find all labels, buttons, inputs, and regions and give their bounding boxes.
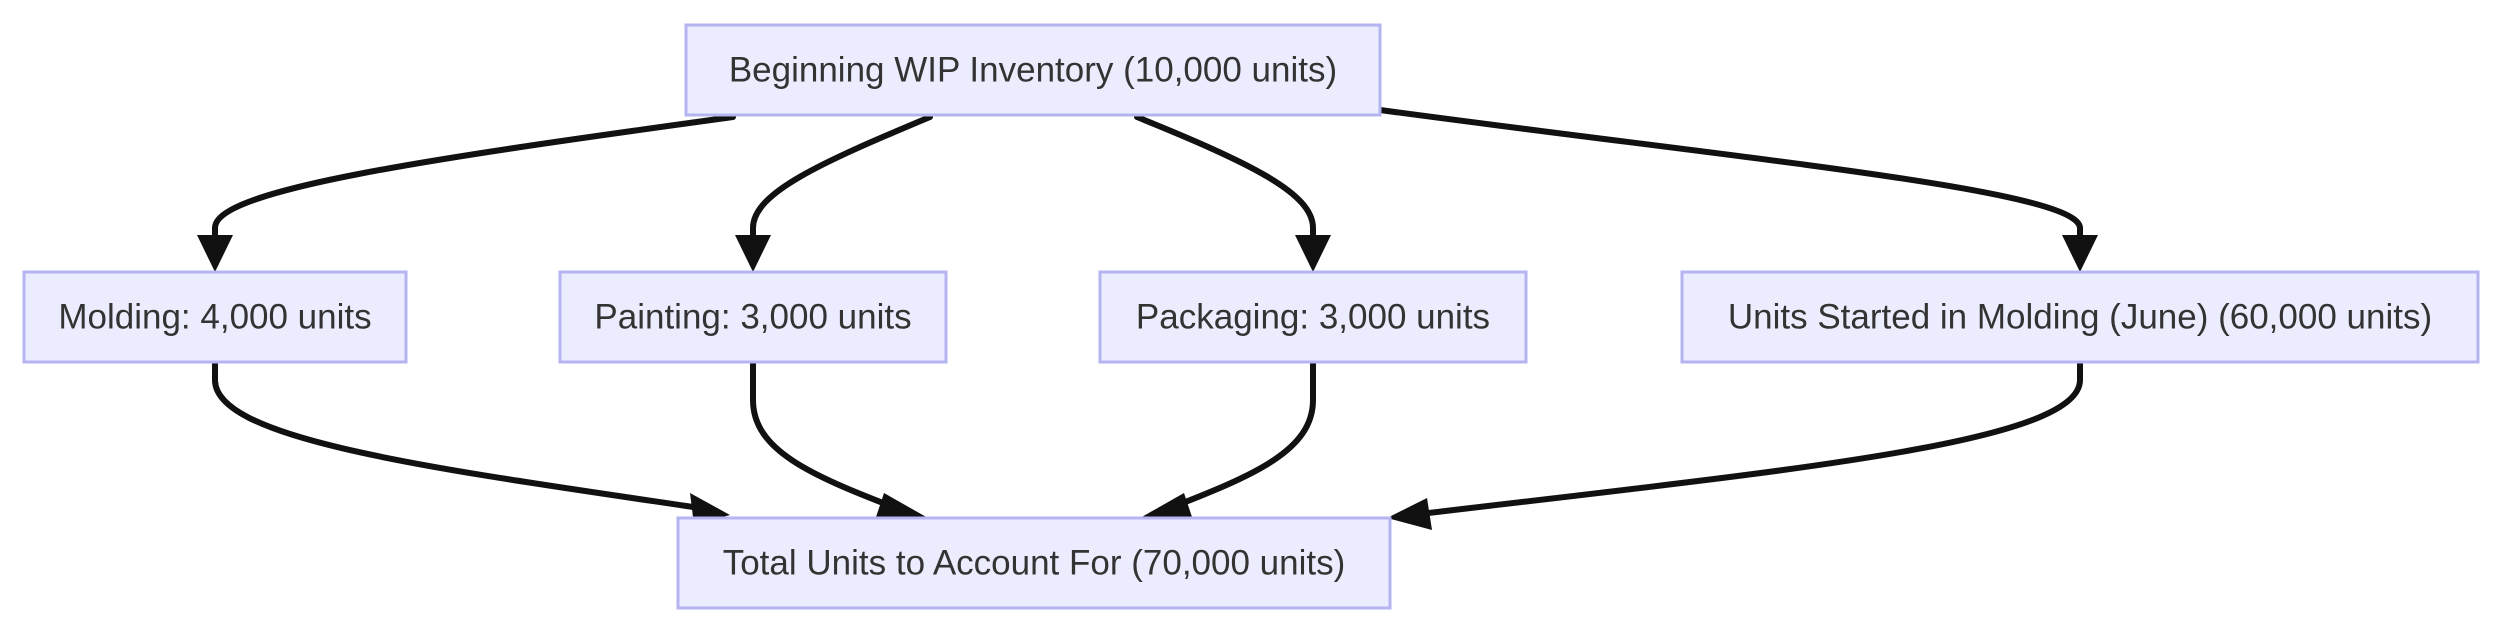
node-packaging-label: Packaging: 3,000 units [1136,298,1490,337]
arrowhead-molding [197,235,233,272]
node-units-started: Units Started in Molding (June) (60,000 … [1680,270,2480,364]
arrowhead-total-from-packaging [1140,493,1194,523]
edge-beginning-wip-to-molding [212,114,736,241]
arrowhead-packaging [1295,235,1331,272]
node-beginning-wip: Beginning WIP Inventory (10,000 units) [684,23,1382,117]
edge-beginning-wip-to-packaging [1134,114,1316,241]
edge-beginning-wip-to-painting [750,114,933,241]
node-painting: Painting: 3,000 units [558,270,948,364]
edge-molding-to-total-units [212,359,703,511]
arrowhead-total-from-painting [874,493,928,523]
arrowhead-total-from-units-started [1387,498,1432,530]
edge-packaging-to-total-units [1167,359,1316,511]
node-beginning-wip-label: Beginning WIP Inventory (10,000 units) [729,51,1337,90]
node-molding-label: Molding: 4,000 units [58,298,371,337]
node-packaging: Packaging: 3,000 units [1098,270,1528,364]
node-molding: Molding: 4,000 units [22,270,408,364]
arrowhead-painting [735,235,771,272]
edges [212,107,2083,517]
node-total-units: Total Units to Account For (70,000 units… [676,516,1392,610]
edge-units-started-to-total-units [1417,359,2083,517]
node-units-started-label: Units Started in Molding (June) (60,000 … [1728,298,2432,337]
node-painting-label: Painting: 3,000 units [594,298,911,337]
arrowhead-units-started [2062,235,2098,272]
node-total-units-label: Total Units to Account For (70,000 units… [723,544,1346,583]
edge-painting-to-total-units [750,359,899,511]
edge-beginning-wip-to-units-started [1377,107,2083,241]
